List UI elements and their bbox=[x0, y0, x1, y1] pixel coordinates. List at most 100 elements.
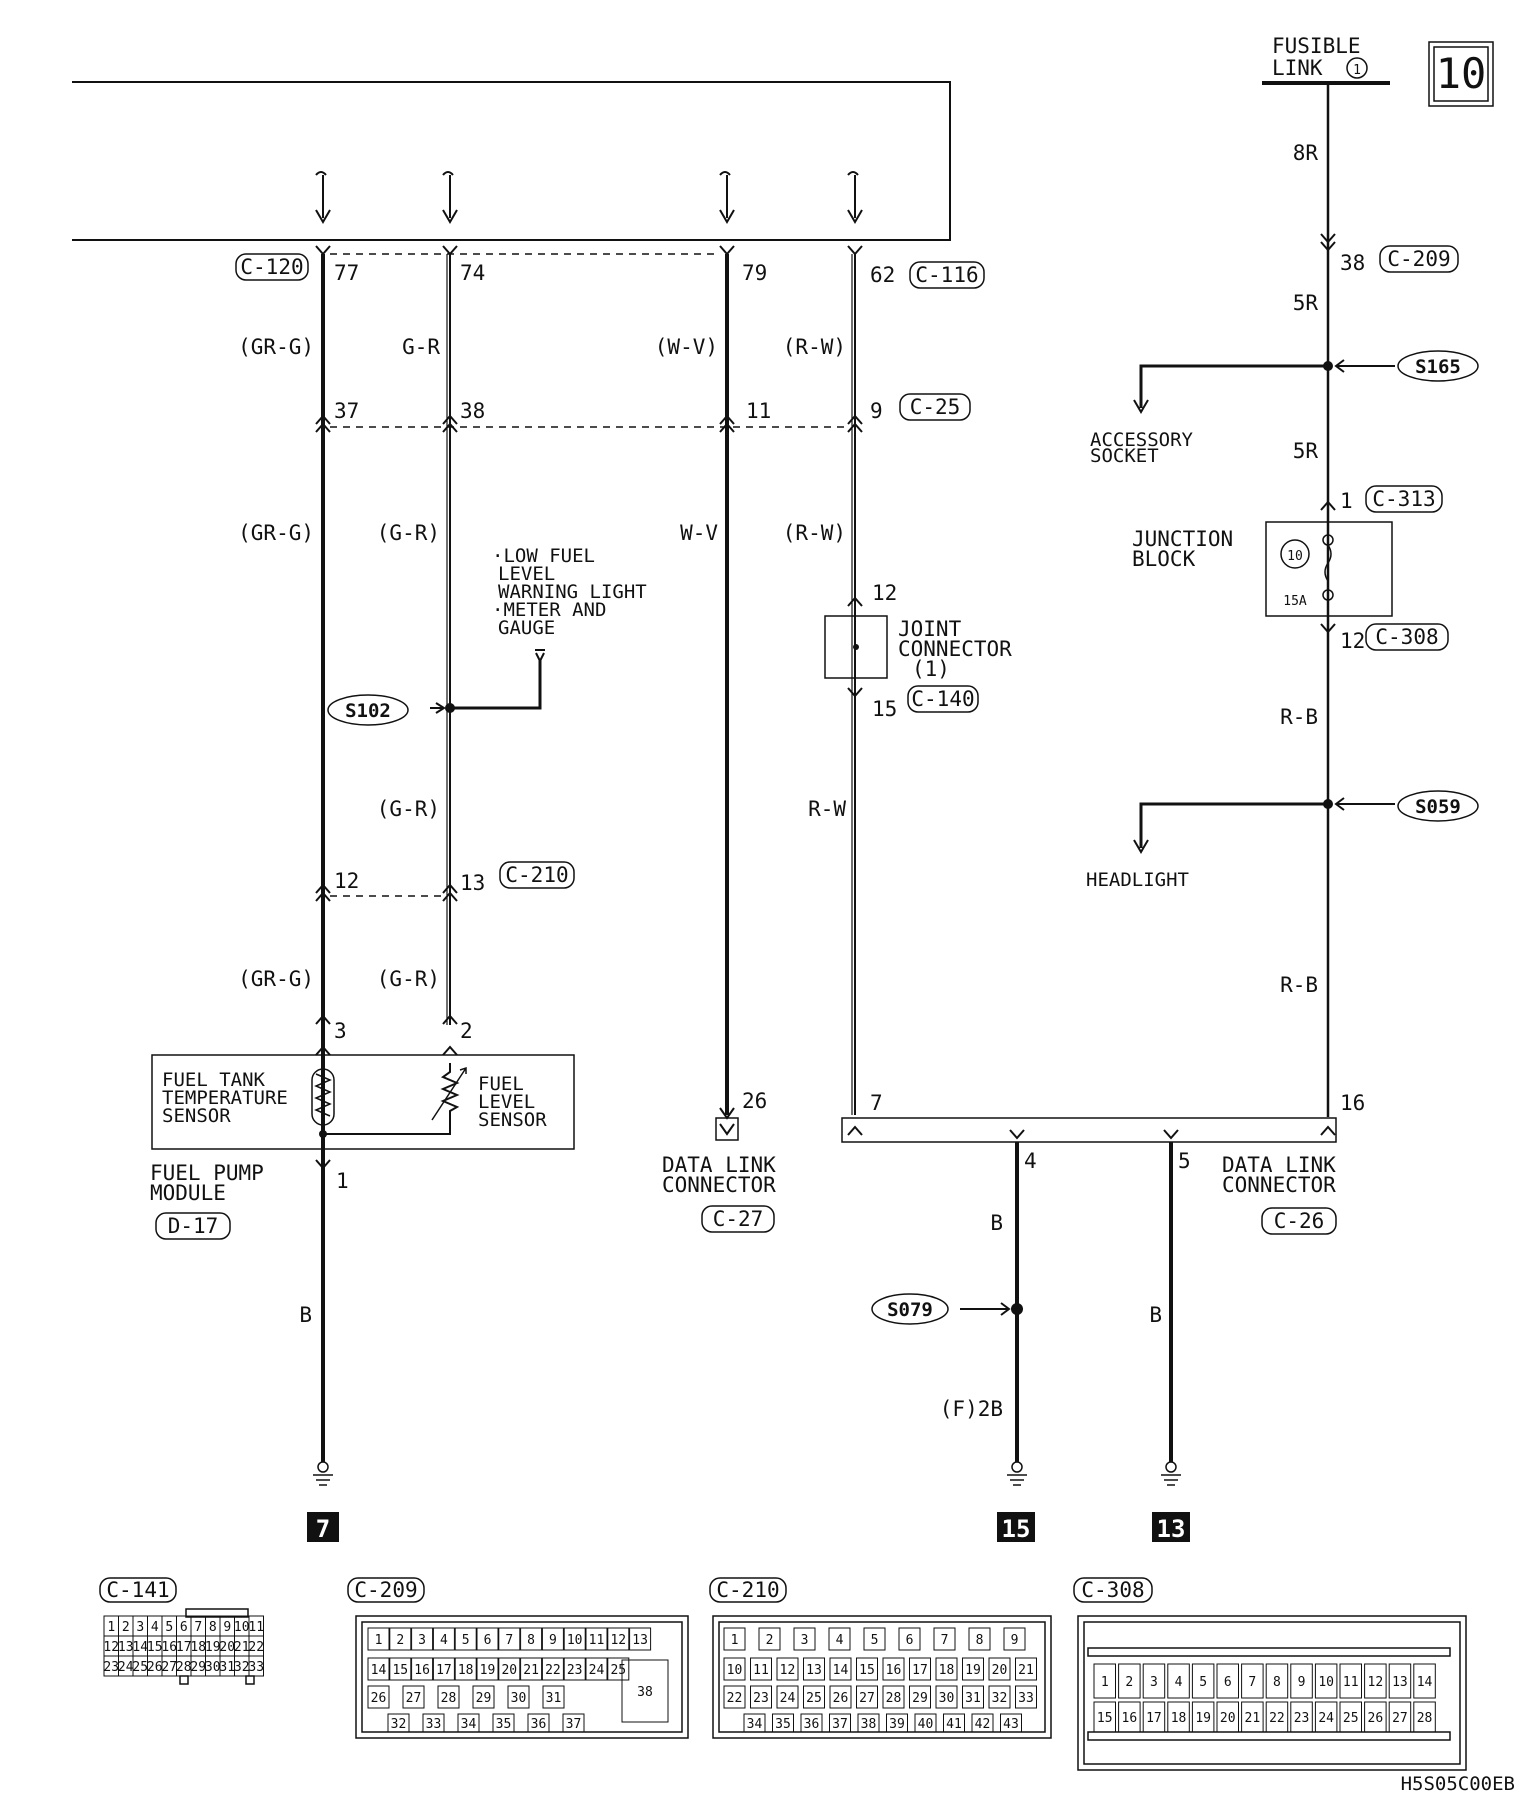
pin-cell bbox=[498, 1657, 521, 1681]
pin-label: 38 bbox=[637, 1685, 653, 1700]
pin-label: 42 bbox=[975, 1717, 991, 1732]
pin-cell bbox=[898, 1627, 921, 1651]
svg-text:15: 15 bbox=[872, 697, 897, 721]
svg-text:CONNECTOR: CONNECTOR bbox=[1222, 1173, 1336, 1197]
pin-cell bbox=[585, 1657, 608, 1681]
pin-label: 24 bbox=[118, 1660, 134, 1675]
pin-label: 27 bbox=[859, 1691, 875, 1706]
pin-cell bbox=[1216, 1701, 1239, 1733]
pin-label: 3 bbox=[801, 1633, 809, 1648]
fusible-link: FUSIBLE LINK 1 bbox=[1262, 34, 1390, 85]
svg-text:B: B bbox=[990, 1211, 1003, 1235]
pin-label: 24 bbox=[780, 1691, 796, 1706]
pin-cell bbox=[1388, 1663, 1412, 1699]
pin-label: 31 bbox=[546, 1691, 562, 1706]
pin-cell bbox=[1191, 1663, 1215, 1699]
fuel-pump-module bbox=[151, 1014, 575, 1170]
pin-label: 41 bbox=[946, 1717, 962, 1732]
pin-label: 20 bbox=[219, 1640, 235, 1655]
pin-cell bbox=[723, 1657, 746, 1681]
svg-text:(W-V): (W-V) bbox=[655, 335, 718, 359]
pin-label: 5 bbox=[462, 1633, 470, 1648]
pin-cell bbox=[723, 1627, 746, 1651]
pin-label: 4 bbox=[440, 1633, 448, 1648]
connector-tags: C-120 C-116 C-25 C-209 C-313 C-308 C-140… bbox=[155, 245, 1459, 1240]
pin-cell bbox=[803, 1685, 825, 1709]
pin-label: 36 bbox=[531, 1717, 547, 1732]
pin-cell bbox=[541, 1657, 564, 1681]
svg-text:12: 12 bbox=[1340, 629, 1365, 653]
pin-cell bbox=[856, 1685, 878, 1709]
pin-label: 25 bbox=[132, 1660, 148, 1675]
pin-label: 3 bbox=[1150, 1675, 1158, 1690]
pin-label: 18 bbox=[939, 1663, 955, 1678]
pin-label: 15 bbox=[147, 1640, 163, 1655]
pin-cell bbox=[776, 1685, 799, 1709]
pin-label: 32 bbox=[992, 1691, 1008, 1706]
pin-cell bbox=[1265, 1701, 1289, 1733]
pin-cell bbox=[437, 1685, 460, 1709]
pin-cell bbox=[476, 1657, 499, 1681]
svg-text:9: 9 bbox=[870, 399, 883, 423]
splice-s059: S059 bbox=[1415, 796, 1461, 818]
svg-text:4: 4 bbox=[1024, 1149, 1037, 1173]
pin-cell bbox=[935, 1657, 958, 1681]
pin-label: 11 bbox=[1343, 1675, 1359, 1690]
pin-label: 22 bbox=[545, 1663, 561, 1678]
pin-cell bbox=[856, 1657, 878, 1681]
pin-label: 13 bbox=[632, 1633, 648, 1648]
pin-label: 12 bbox=[610, 1633, 626, 1648]
svg-text:62: 62 bbox=[870, 263, 895, 287]
pin-label: 40 bbox=[918, 1717, 934, 1732]
svg-text:(GR-G): (GR-G) bbox=[238, 521, 314, 545]
page-number-box: 10 bbox=[1428, 41, 1494, 107]
pin-label: 36 bbox=[804, 1717, 820, 1732]
pin-label: 8 bbox=[209, 1620, 217, 1635]
pin-label: 15 bbox=[392, 1663, 408, 1678]
module-pin-markers bbox=[315, 245, 863, 256]
pin-cell bbox=[411, 1627, 434, 1651]
pin-cell bbox=[1413, 1701, 1436, 1733]
pin-label: 8 bbox=[1273, 1675, 1281, 1690]
pin-label: 1 bbox=[375, 1633, 383, 1648]
svg-text:C-308: C-308 bbox=[1081, 1578, 1144, 1602]
pin-cell bbox=[1241, 1663, 1264, 1699]
pin-label: 25 bbox=[806, 1691, 822, 1706]
svg-text:JUNCTION: JUNCTION bbox=[1132, 527, 1233, 551]
svg-text:5R: 5R bbox=[1293, 439, 1319, 463]
svg-text:79: 79 bbox=[742, 261, 767, 285]
svg-text:R-W: R-W bbox=[808, 797, 846, 821]
pin-label: 32 bbox=[391, 1717, 407, 1732]
pin-cell bbox=[1290, 1701, 1313, 1733]
pin-label: 33 bbox=[1018, 1691, 1034, 1706]
pin-label: 7 bbox=[505, 1633, 513, 1648]
pin-label: 35 bbox=[775, 1717, 791, 1732]
pin-label: 17 bbox=[436, 1663, 452, 1678]
pin-label: 21 bbox=[1018, 1663, 1034, 1678]
pin-label: 14 bbox=[371, 1663, 387, 1678]
pin-cell bbox=[909, 1657, 931, 1681]
pin-label: 29 bbox=[476, 1691, 492, 1706]
svg-text:R-B: R-B bbox=[1280, 705, 1318, 729]
svg-text:(G-R): (G-R) bbox=[377, 521, 440, 545]
pin-cell bbox=[914, 1713, 937, 1733]
pin-label: 37 bbox=[832, 1717, 848, 1732]
pin-label: 27 bbox=[161, 1660, 177, 1675]
page-number: 10 bbox=[1436, 49, 1487, 98]
splice-s165: S165 bbox=[1415, 356, 1461, 378]
s102-branch bbox=[430, 649, 545, 714]
svg-text:7: 7 bbox=[870, 1091, 883, 1115]
pin-cell bbox=[476, 1627, 499, 1651]
svg-text:16: 16 bbox=[1340, 1091, 1365, 1115]
s059-branch bbox=[1133, 797, 1395, 854]
junction-block bbox=[1265, 500, 1393, 634]
tag-c313: C-313 bbox=[1372, 487, 1435, 511]
svg-text:GAUGE: GAUGE bbox=[498, 617, 555, 639]
pin-cell bbox=[772, 1713, 794, 1733]
pin-label: 24 bbox=[589, 1663, 605, 1678]
pin-cell bbox=[968, 1627, 991, 1651]
joint-connector bbox=[824, 596, 888, 698]
ground-ref-13: 13 bbox=[1157, 1515, 1186, 1543]
